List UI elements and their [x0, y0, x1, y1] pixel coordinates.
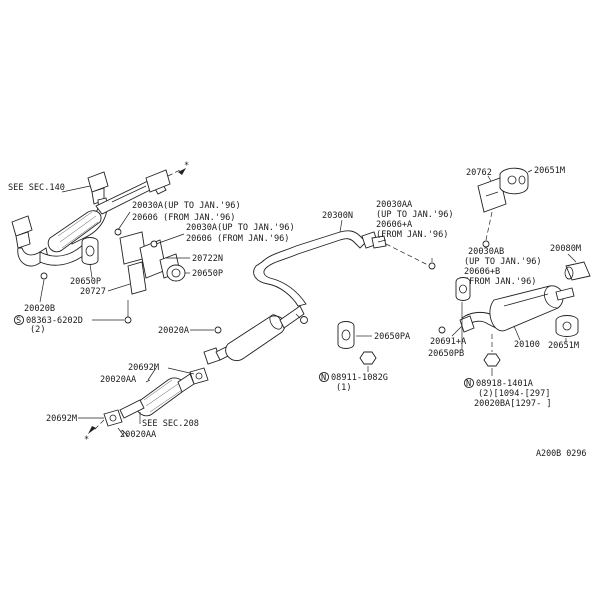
nut-n-letter-1: N	[321, 373, 326, 383]
part-20020aa-top-label: 20020AA	[100, 375, 137, 385]
part-08911-qty-label: (1)	[336, 383, 352, 393]
tail-finisher	[564, 261, 591, 281]
part-20606b-note-label: (FROM JAN.'96)	[464, 277, 536, 287]
part-20651m-top-label: 20651M	[534, 166, 565, 176]
part-08363-label: 08363-6202D	[26, 316, 83, 326]
part-20650p-left-label: 20650P	[70, 277, 101, 287]
asterisk-bottom-label: *	[84, 435, 89, 445]
part-20020a-label: 20020A	[158, 326, 190, 336]
part-20650p-right-label: 20650P	[192, 269, 223, 279]
bolt-s-symbol: S	[13, 314, 25, 326]
part-20650pa-label: 20650PA	[374, 332, 411, 342]
rear-muffler	[438, 277, 579, 337]
nut-n-symbol-2: N	[463, 377, 475, 389]
nut-n-letter-2: N	[466, 379, 471, 389]
part-20692m-top-label: 20692M	[128, 363, 159, 373]
part-20727-label: 20727	[80, 287, 106, 297]
part-20030a-label-2: 20030A(UP TO JAN.'96)	[186, 223, 295, 233]
diagram-code-label: A200B 0296	[536, 448, 586, 458]
asterisk-top-label: *	[184, 161, 189, 171]
direction-arrow-icon-bottom	[88, 426, 96, 434]
rear-bolt	[428, 258, 436, 270]
part-20030aa-label: 20030AA	[376, 200, 413, 210]
part-20080m-label: 20080M	[550, 244, 581, 254]
front-mounting-brackets	[40, 228, 186, 324]
part-20651m-bottom-label: 20651M	[548, 341, 579, 351]
part-20762-label: 20762	[466, 168, 492, 178]
nut-n-symbol-1: N	[318, 371, 330, 383]
part-20020aa-bottom-label: 20020AA	[120, 430, 157, 440]
see-sec-208-label: SEE SEC.208	[142, 419, 199, 429]
part-20300n-label: 20300N	[322, 211, 353, 221]
part-20020ba-label: 20020BA[1297- ]	[474, 399, 552, 409]
front-tube-flange	[145, 168, 186, 193]
part-20100-label: 20100	[514, 340, 540, 350]
see-sec-140-label: SEE SEC.140	[8, 183, 65, 193]
part-08363-qty-label: (2)	[30, 325, 46, 335]
part-20606a-label: 20606+A	[376, 220, 413, 230]
part-20606b-label: 20606+B	[464, 267, 500, 277]
direction-arrow-icon	[178, 168, 186, 175]
rear-top-bracket	[477, 167, 529, 213]
nut-08918	[483, 353, 501, 367]
part-20722n-label: 20722N	[192, 254, 223, 264]
center-pipe-resonator	[203, 230, 387, 365]
part-20606-label-2: 20606 (FROM JAN.'96)	[186, 234, 289, 244]
part-20691a-label: 20691+A	[430, 337, 467, 347]
center-rubber-mount	[337, 321, 355, 349]
part-08918-label: 08918-1401A	[476, 379, 534, 389]
part-08911-label: 08911-1082G	[331, 373, 388, 383]
part-08918-qty-label: (2)[1094-[297]	[478, 389, 550, 399]
part-20606-label-1: 20606 (FROM JAN.'96)	[132, 213, 235, 223]
part-20030aa-note-label: (UP TO JAN.'96)	[376, 210, 454, 220]
part-20692m-bottom-label: 20692M	[46, 414, 77, 424]
part-20650pb-label: 20650PB	[428, 349, 464, 359]
bolt-s-letter: S	[16, 316, 21, 326]
nut-08911	[359, 351, 377, 365]
catalytic-converter-assembly	[103, 367, 209, 437]
part-20606a-note-label: (FROM JAN.'96)	[376, 230, 448, 240]
part-20030ab-note-label: (UP TO JAN.'96)	[464, 257, 542, 267]
part-20030ab-label: 20030AB	[468, 247, 504, 257]
part-20020b-label: 20020B	[24, 304, 55, 314]
part-20030a-label-1: 20030A(UP TO JAN.'96)	[132, 201, 241, 211]
